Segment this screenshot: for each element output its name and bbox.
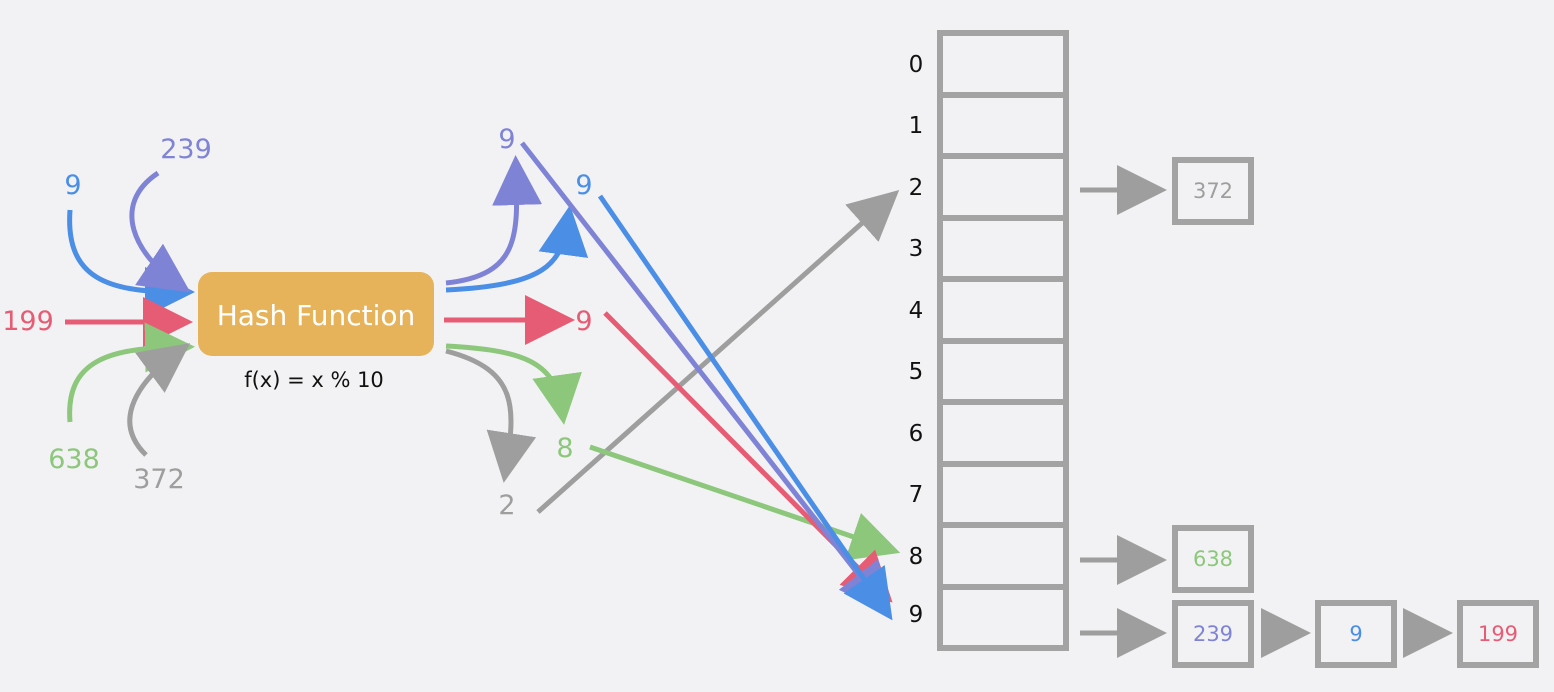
- hash-result-199: 9: [575, 306, 592, 337]
- input-key-372: 372: [133, 464, 185, 495]
- map-arrow-638-to-8: [589, 444, 901, 561]
- output-arrow-372: [445, 348, 537, 483]
- input-key-9: 9: [64, 170, 81, 201]
- index-5: 5: [909, 359, 924, 385]
- index-8: 8: [909, 544, 924, 570]
- hash-table: [937, 30, 1069, 651]
- map-arrow-239-to-9: [520, 141, 890, 614]
- hash-function-box: [198, 272, 434, 356]
- input-key-638: 638: [48, 444, 100, 475]
- output-arrow-239: [445, 155, 543, 286]
- input-key-239: 239: [160, 134, 212, 165]
- hash-result-372: 2: [498, 490, 515, 521]
- index-0: 0: [909, 52, 924, 78]
- chain-node-638-label: 638: [1193, 547, 1233, 571]
- chain-node-372-label: 372: [1193, 179, 1233, 203]
- index-9: 9: [909, 602, 924, 628]
- hash-function-label: Hash Function: [217, 299, 416, 332]
- index-2: 2: [909, 175, 924, 201]
- input-arrow-239: [129, 170, 191, 293]
- chain-node-199-label: 199: [1478, 622, 1518, 646]
- chain-node-9-label: 9: [1349, 622, 1362, 646]
- index-1: 1: [909, 113, 924, 139]
- index-6: 6: [909, 421, 924, 447]
- output-arrow-638: [445, 343, 582, 425]
- map-arrow-9-to-9: [597, 194, 893, 621]
- chain-node-638: [1172, 525, 1254, 593]
- index-7: 7: [909, 482, 924, 508]
- chain-node-239: [1172, 600, 1254, 668]
- chain-node-372: [1172, 157, 1254, 225]
- input-arrow-9: [67, 209, 195, 317]
- chain-node-199: [1457, 600, 1539, 668]
- hash-result-239: 9: [498, 124, 515, 155]
- index-4: 4: [909, 298, 924, 324]
- chain-node-239-label: 239: [1193, 622, 1233, 646]
- hash-result-9: 9: [575, 170, 592, 201]
- hash-function-formula: f(x) = x % 10: [244, 368, 384, 392]
- hash-result-638: 8: [556, 433, 573, 464]
- input-arrow-372: [127, 343, 191, 457]
- output-arrow-9: [445, 205, 589, 293]
- chain-node-9: [1315, 600, 1397, 668]
- index-3: 3: [909, 236, 924, 262]
- input-arrow-638: [67, 322, 195, 423]
- input-key-199: 199: [2, 306, 54, 337]
